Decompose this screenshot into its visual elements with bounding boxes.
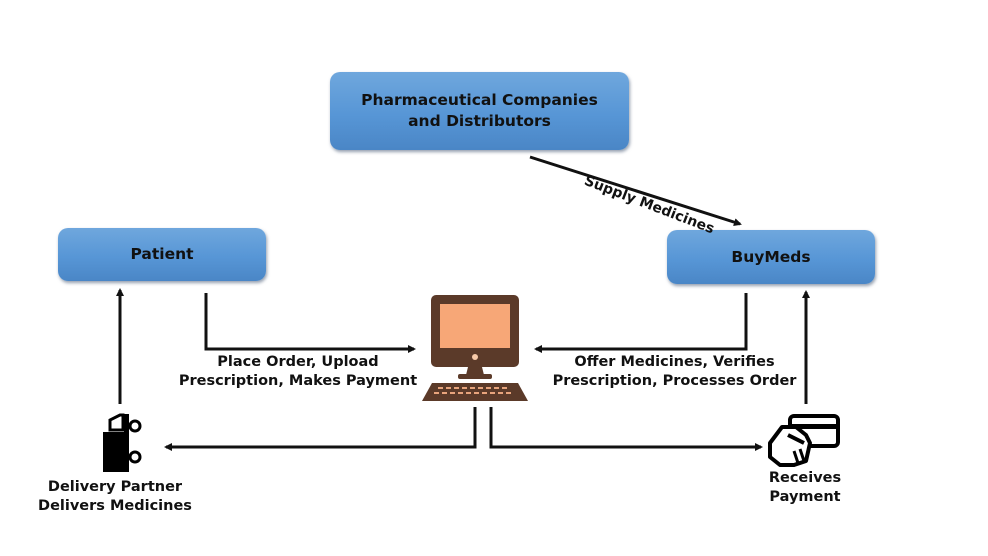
edge-label-offer: Offer Medicines, Verifies Prescription, … <box>537 353 812 391</box>
edge-label-place-order: Place Order, Upload Prescription, Makes … <box>178 353 418 391</box>
edge-label-offer-line2: Prescription, Processes Order <box>552 373 797 389</box>
node-buymeds-label: BuyMeds <box>731 247 811 266</box>
edge-label-place-line1: Place Order, Upload <box>217 354 379 370</box>
arrow-to-payment <box>489 407 763 451</box>
edge-label-offer-line1: Offer Medicines, Verifies <box>574 354 775 370</box>
arrow-offer <box>534 293 748 353</box>
arrow-supply <box>529 155 742 226</box>
label-receives-line1: Receives <box>768 470 842 486</box>
label-delivery-partner: Delivery Partner Delivers Medicines <box>30 478 200 516</box>
card-payment-icon <box>768 414 840 467</box>
node-patient: Patient <box>58 228 266 281</box>
node-pharmaceutical-companies: Pharmaceutical Companies and Distributor… <box>330 72 629 150</box>
delivery-truck-icon <box>103 413 142 472</box>
node-pharmaceutical-label: Pharmaceutical Companies and Distributor… <box>361 91 598 130</box>
node-patient-label: Patient <box>130 245 194 263</box>
label-receives-line2: Payment <box>769 489 841 505</box>
label-delivery-line2: Delivers Medicines <box>38 498 192 514</box>
node-buymeds: BuyMeds <box>667 230 875 284</box>
label-receives-payment: Receives Payment <box>760 469 850 507</box>
arrow-place-order <box>204 293 416 353</box>
edge-label-place-line2: Prescription, Makes Payment <box>178 373 418 389</box>
computer-icon <box>422 295 528 401</box>
label-delivery-line1: Delivery Partner <box>47 479 183 495</box>
arrow-to-delivery <box>164 407 477 451</box>
